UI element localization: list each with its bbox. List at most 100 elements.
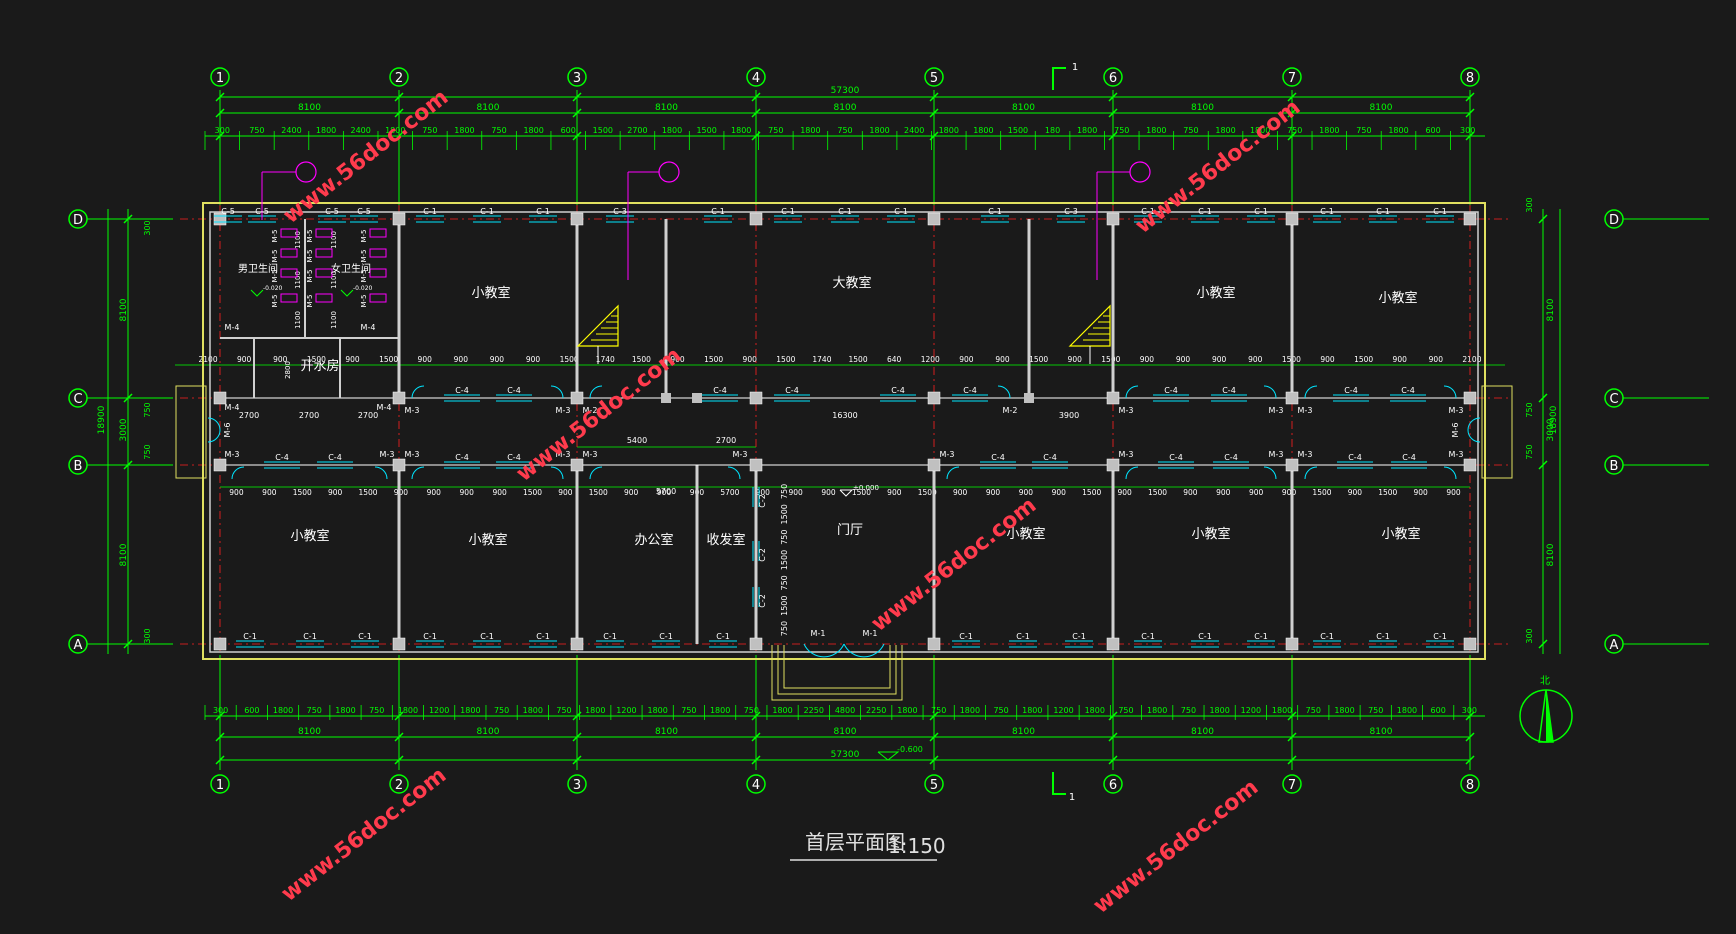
- dim-bay-bottom: 8100: [834, 727, 857, 737]
- dim-detail-top: 2400: [350, 126, 370, 135]
- dim-detail-bottom: 750: [1306, 706, 1321, 715]
- dim-inner-row2: 1500: [1082, 488, 1101, 497]
- dim-inner-row1: 1500: [704, 355, 723, 364]
- dim-detail-top: 1800: [939, 126, 959, 135]
- dim-detail-top: 1800: [1077, 126, 1097, 135]
- column: [749, 458, 763, 472]
- watermark: www.56doc.com: [277, 763, 451, 907]
- window-tag: C-1: [423, 632, 437, 641]
- dim-inner-row1: 900: [1393, 355, 1408, 364]
- dim-tick: [751, 108, 761, 118]
- window-tag: C-4: [507, 453, 521, 462]
- dim-inner-row2: 900: [986, 488, 1001, 497]
- drawing-scale: 1:150: [888, 834, 946, 858]
- dim-detail-top: 1800: [869, 126, 889, 135]
- dim-detail-bottom: 300: [1462, 706, 1477, 715]
- dim-tick: [1538, 639, 1548, 649]
- column: [1285, 458, 1299, 472]
- dim-inner-row1: 900: [1212, 355, 1227, 364]
- dim-inner-row1: 900: [454, 355, 469, 364]
- axis-bubble-7: [1282, 774, 1302, 794]
- door-swing: [803, 643, 845, 658]
- dim-detail-bottom: 750: [1118, 706, 1133, 715]
- elevation-marker: [877, 751, 900, 761]
- door-swing: [727, 466, 741, 480]
- dim-detail-bottom: 1200: [1241, 706, 1261, 715]
- window-tag: C-1: [1072, 632, 1086, 641]
- dim-total-top: 57300: [831, 86, 860, 96]
- dim-detail-bottom: 750: [744, 706, 759, 715]
- dim-wc: 1100: [330, 231, 338, 249]
- dim-inner-row1: 1500: [307, 355, 326, 364]
- dim-detail-top: 1800: [1215, 126, 1235, 135]
- window-tag: C-1: [303, 632, 317, 641]
- door-tag: M-5: [271, 249, 279, 262]
- dim-inner-row1: 900: [1068, 355, 1083, 364]
- dim-detail-top: 1500: [1008, 126, 1028, 135]
- window-tag: C-3: [1064, 207, 1078, 216]
- window-tag: C-5: [255, 207, 269, 216]
- elevation-label: -0.020: [353, 285, 373, 292]
- door-swing: [411, 385, 425, 399]
- windows-layer: [214, 215, 1454, 648]
- dim-tick: [1465, 131, 1475, 141]
- room-label: 小教室: [1191, 526, 1230, 542]
- window-tag: C-1: [1320, 632, 1334, 641]
- section-mark-top: [1052, 67, 1066, 90]
- dim-detail-bottom: 1800: [1022, 706, 1042, 715]
- window-tag: C-4: [785, 386, 799, 395]
- dim-inner-row1: 900: [1176, 355, 1191, 364]
- door-tag: M-3: [1449, 450, 1464, 459]
- window-tag: C-1: [1376, 632, 1390, 641]
- window-tag: C-5: [325, 207, 339, 216]
- dim-detail-top: 1800: [731, 126, 751, 135]
- dim-detail-top: 1800: [662, 126, 682, 135]
- dim-inner-row1: 2100: [199, 355, 218, 364]
- dim-tick: [1287, 755, 1297, 765]
- dim-corridor: 2700: [299, 411, 319, 420]
- axis-label-3: 3: [573, 778, 581, 793]
- window-tag: C-1: [480, 207, 494, 216]
- window-tag: C-1: [659, 632, 673, 641]
- room-label: 小教室: [468, 532, 507, 548]
- window-tag: C-4: [1169, 453, 1183, 462]
- dim-vertical-right: 300: [1525, 628, 1534, 643]
- room-label: 小教室: [1381, 526, 1420, 542]
- dim-tick: [1108, 755, 1118, 765]
- dim-inner-row2: 900: [788, 488, 803, 497]
- dim-bay-bottom: 8100: [298, 727, 321, 737]
- window-tag: C-1: [1433, 632, 1447, 641]
- dim-detail-bottom: 1800: [1147, 706, 1167, 715]
- axis-label-2: 2: [395, 71, 403, 86]
- door-tag: M-3: [1119, 450, 1134, 459]
- dim-inner-row2: 900: [953, 488, 968, 497]
- axis-label-D: D: [1609, 213, 1619, 228]
- dim-inner-row1: 900: [237, 355, 252, 364]
- axis-bubble-7: [1282, 67, 1302, 87]
- dim-detail-bottom: 2250: [866, 706, 886, 715]
- door-tag: M-5: [271, 269, 279, 282]
- column: [213, 458, 227, 472]
- dim-bay-top: 8100: [1191, 103, 1214, 113]
- window-tag: C-1: [480, 632, 494, 641]
- dim-vertical-left: 8100: [119, 543, 129, 566]
- dim-vertical-left: 750: [143, 402, 152, 417]
- dim-vertical-left: 300: [143, 220, 152, 235]
- column: [392, 637, 406, 651]
- dim-inner-row2: 900: [657, 488, 672, 497]
- column: [1463, 637, 1477, 651]
- axis-bubble-D: [68, 209, 88, 229]
- dim-detail-bottom: 600: [244, 706, 259, 715]
- column: [392, 212, 406, 226]
- dim-tick: [394, 732, 404, 742]
- window-tag: C-1: [536, 207, 550, 216]
- toilet-stall: [369, 268, 387, 278]
- window-tag: C-4: [455, 453, 469, 462]
- dim-tick: [572, 92, 582, 102]
- window-tag: C-2: [758, 594, 767, 608]
- window-tag: C-4: [1348, 453, 1362, 462]
- column: [749, 212, 763, 226]
- window-tag: C-4: [1222, 386, 1236, 395]
- axis-bubble-1: [210, 67, 230, 87]
